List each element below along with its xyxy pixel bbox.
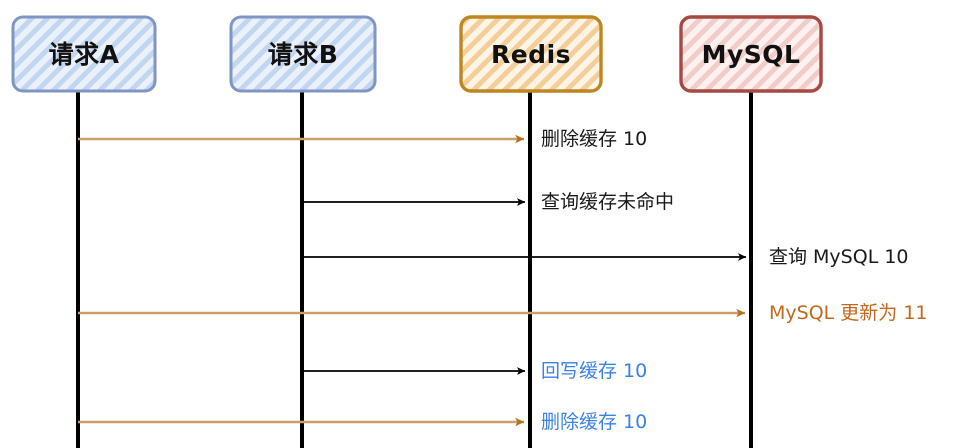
participant-label-mysql: MySQL <box>701 39 801 69</box>
message-label-msg-5: 回写缓存 10 <box>541 360 648 382</box>
participant-mysql[interactable]: MySQL <box>681 17 821 91</box>
participant-box-redis[interactable] <box>459 15 603 93</box>
message-label-msg-4: MySQL 更新为 11 <box>769 302 928 324</box>
participant-redis[interactable]: Redis <box>461 17 601 91</box>
participant-box-request-a[interactable] <box>11 15 157 93</box>
participant-label-request-b: 请求B <box>267 39 339 69</box>
message-label-msg-3: 查询 MySQL 10 <box>769 246 909 268</box>
lifelines <box>76 91 753 448</box>
participant-label-request-a: 请求A <box>48 39 120 69</box>
message-label-msg-6: 删除缓存 10 <box>541 411 648 433</box>
message-arrows <box>78 134 747 427</box>
participant-box-mysql[interactable] <box>679 15 823 93</box>
participant-label-redis: Redis <box>490 39 572 69</box>
participant-box-request-b[interactable] <box>229 15 377 93</box>
participant-request-b[interactable]: 请求B <box>231 17 375 91</box>
message-label-msg-1: 删除缓存 10 <box>541 128 648 150</box>
message-label-msg-2: 查询缓存未命中 <box>541 191 675 213</box>
participant-boxes <box>11 15 823 93</box>
participant-request-a[interactable]: 请求A <box>13 17 155 91</box>
